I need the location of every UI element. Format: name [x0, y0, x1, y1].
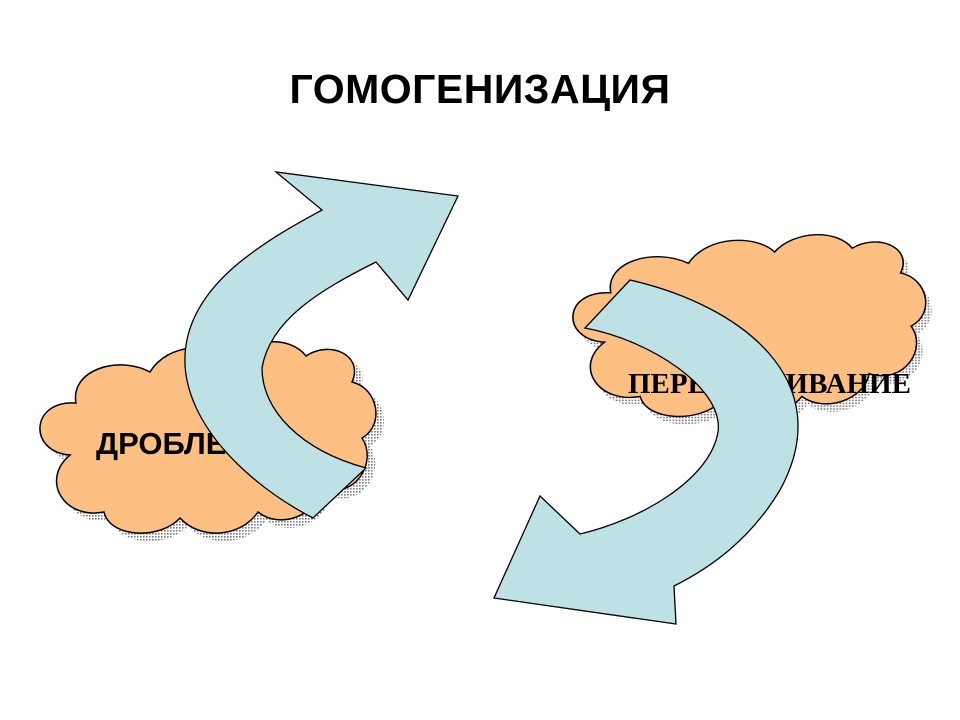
curved-arrow-up-right — [184, 171, 459, 519]
slide-title: ГОМОГЕНИЗАЦИЯ — [289, 66, 671, 112]
curved-arrow-down-left — [493, 279, 799, 625]
